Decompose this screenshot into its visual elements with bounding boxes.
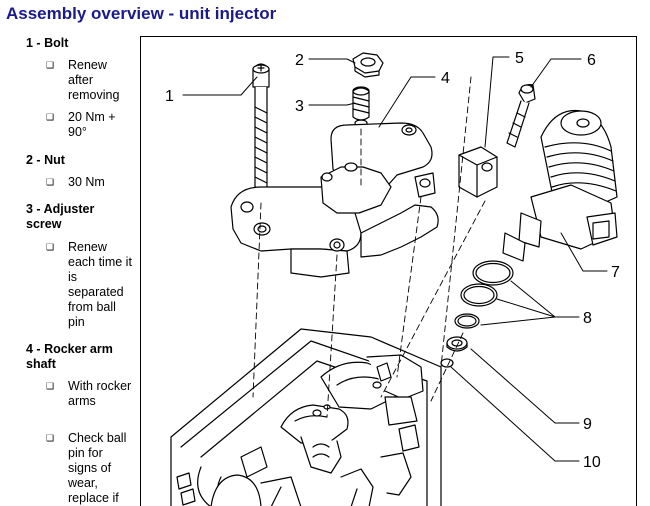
legend-number: 2 [26, 153, 33, 167]
legend-number: 1 [26, 36, 33, 50]
checkbox-bullet-icon: ❑ [46, 112, 55, 122]
callout-7: 7 [611, 264, 620, 281]
callout-5: 5 [515, 50, 524, 67]
exploded-view-drawing: 1 2 3 4 5 6 7 8 9 10 [165, 50, 620, 506]
callout-2: 2 [295, 52, 304, 69]
callout-10: 10 [583, 454, 601, 471]
seal-ring-part [440, 358, 454, 368]
legend-name: Adjuster screw [26, 202, 95, 231]
adjuster-screw-part [352, 86, 370, 127]
parts-legend: 1 - Bolt ❑ Renew after removing ❑ 20 Nm … [26, 36, 132, 505]
legend-name: Nut [44, 153, 65, 167]
checkbox-bullet-icon: ❑ [46, 242, 55, 252]
unit-injector-part [502, 109, 618, 262]
legend-number: 3 [26, 202, 33, 216]
cylinder-head-part [170, 328, 442, 506]
leader-lines [182, 56, 608, 462]
callout-4: 4 [441, 70, 450, 87]
callout-labels: 1 2 3 4 5 6 7 8 9 10 [165, 50, 620, 471]
checkbox-bullet-icon: ❑ [46, 433, 55, 443]
checkbox-bullet-icon: ❑ [46, 381, 55, 391]
clamp-part [458, 146, 498, 198]
o-rings-part [454, 260, 514, 329]
bolt-part [252, 63, 270, 201]
callout-3: 3 [295, 98, 304, 115]
legend-item-rocker-arm-shaft: 4 - Rocker arm shaft [26, 342, 113, 371]
legend-number: 4 [26, 342, 33, 356]
legend-name: Bolt [44, 36, 69, 50]
callout-8: 8 [583, 310, 592, 327]
checkbox-bullet-icon: ❑ [46, 60, 55, 70]
assembly-guide-lines [252, 76, 486, 418]
callout-9: 9 [583, 416, 592, 433]
clamp-bolt-part [506, 84, 536, 148]
exploded-view-figure: 1 2 3 4 5 6 7 8 9 10 [140, 36, 637, 506]
page-title: Assembly overview - unit injector [6, 4, 277, 23]
heat-shield-ring-part [446, 336, 468, 352]
legend-name: Rocker arm shaft [26, 342, 113, 371]
callout-6: 6 [587, 52, 596, 69]
legend-item-adjuster-screw: 3 - Adjuster screw [26, 202, 95, 231]
legend-item-nut: 2 - Nut [26, 153, 65, 167]
rocker-arm-assembly [230, 122, 439, 278]
nut-part [352, 52, 384, 78]
callout-1: 1 [165, 88, 174, 105]
legend-item-bolt: 1 - Bolt [26, 36, 69, 50]
checkbox-bullet-icon: ❑ [46, 177, 55, 187]
